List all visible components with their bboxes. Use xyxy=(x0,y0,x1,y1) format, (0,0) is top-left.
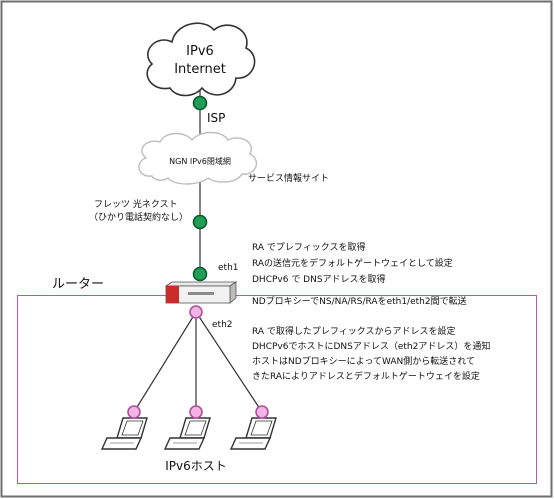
ngn-label: NGN IPv6閉域網 xyxy=(169,156,231,166)
router-icon xyxy=(164,281,238,304)
link-router-host-right xyxy=(195,311,263,413)
eth2-note: RA で取得したプレフィックスからアドレスを設定 xyxy=(252,325,455,337)
eth1-label: eth1 xyxy=(218,263,239,273)
router-area-box xyxy=(17,295,537,484)
host-node-left xyxy=(127,405,141,419)
router-top-face xyxy=(164,281,238,287)
ngn-cloud-icon: NGN IPv6閉域網 xyxy=(138,131,258,185)
eth1-note: RAの送信元をデフォルトゲートウェイとして設定 xyxy=(252,257,453,269)
internet-title-line1: IPv6 xyxy=(186,44,214,59)
laptop-icon xyxy=(229,417,277,450)
eth1-note: DHCPv6 で DNSアドレスを取得 xyxy=(252,273,386,285)
eth1-node xyxy=(192,266,208,282)
nd-proxy-note: NDプロキシーでNS/NA/RS/RAをeth1/eth2間で転送 xyxy=(252,295,467,307)
laptop-icon xyxy=(163,417,211,450)
host-node-right xyxy=(255,405,269,419)
eth2-notes: RA で取得したプレフィックスからアドレスを設定 DHCPv6でホストにDNSア… xyxy=(252,325,490,382)
router-side-face xyxy=(229,281,237,304)
host-laptop-center xyxy=(163,405,211,450)
eth1-notes: RA でプレフィックスを取得 RAの送信元をデフォルトゲートウェイとして設定 D… xyxy=(252,241,453,285)
eth2-label: eth2 xyxy=(212,320,233,330)
isp-label: ISP xyxy=(207,111,225,125)
flets-label-line2: （ひかり電話契約なし） xyxy=(89,211,188,223)
router-label: ルーター xyxy=(52,277,104,292)
onu-node xyxy=(192,214,208,230)
router-led-strip xyxy=(188,292,214,295)
laptop-icon xyxy=(100,417,148,450)
hosts-label: IPv6ホスト xyxy=(165,459,227,473)
eth2-note: DHCPv6でホストにDNSアドレス（eth2アドレス）を通知 xyxy=(252,340,490,352)
connection-lines xyxy=(133,84,263,413)
eth2-node xyxy=(189,305,203,319)
eth1-note: RA でプレフィックスを取得 xyxy=(252,241,365,253)
router-brand-band xyxy=(166,286,179,303)
internet-cloud-icon: IPv6 Internet xyxy=(146,22,256,97)
link-router-host-left xyxy=(133,311,197,413)
host-laptop-left xyxy=(100,405,148,450)
internet-title-line2: Internet xyxy=(174,62,226,77)
flets-label-line1: フレッツ 光ネクスト xyxy=(94,198,178,210)
host-node-center xyxy=(189,405,203,419)
service-site-label: サービス情報サイト xyxy=(248,172,329,184)
eth2-note: きたRAによりアドレスとデフォルトゲートウェイを設定 xyxy=(252,370,480,382)
host-laptop-right xyxy=(229,405,277,450)
eth2-note: ホストはNDプロキシーによってWAN側から転送されて xyxy=(252,355,475,367)
isp-node xyxy=(192,95,208,111)
